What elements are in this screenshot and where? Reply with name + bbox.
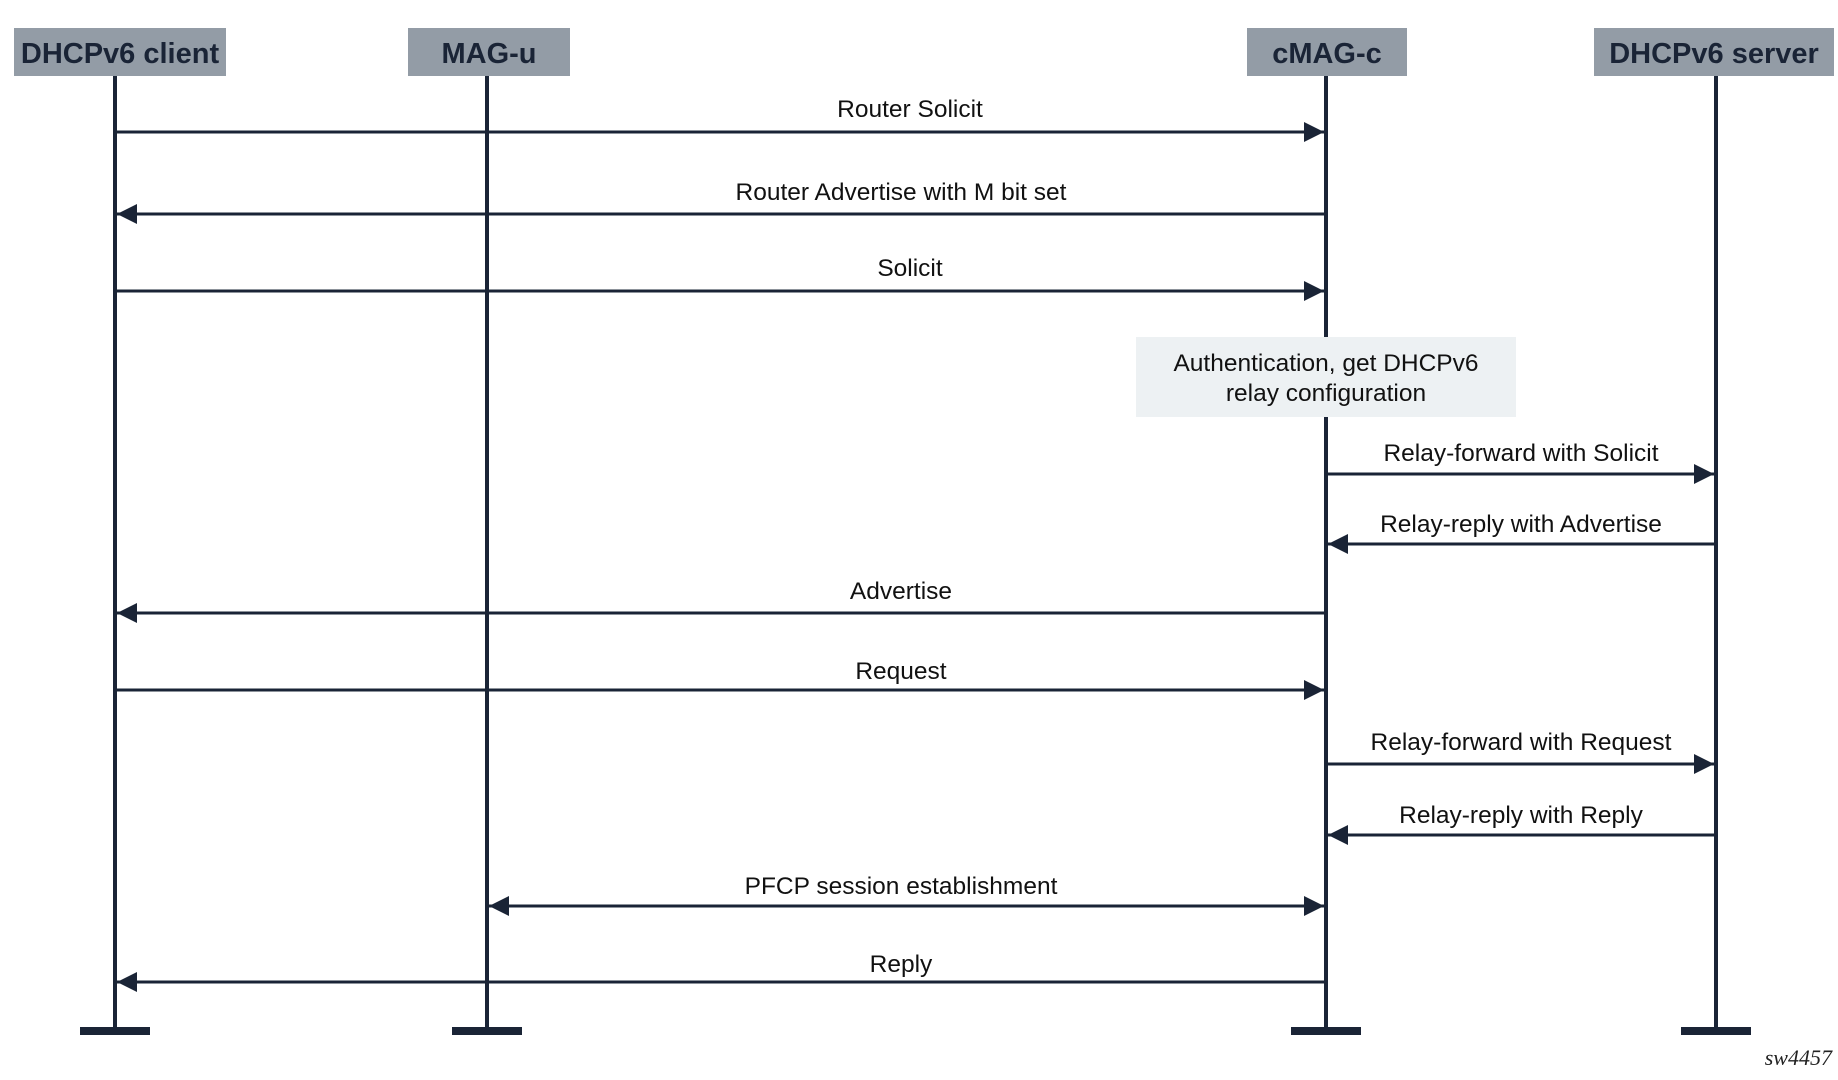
actor-label-server: DHCPv6 server xyxy=(1609,38,1819,70)
lifeline-end-client xyxy=(80,1027,150,1035)
actor-header-mag-u: MAG-u xyxy=(408,28,570,76)
message-label: Relay-reply with Reply xyxy=(1399,802,1643,829)
message-reply: Reply xyxy=(117,951,1326,992)
actor-label-client: DHCPv6 client xyxy=(21,38,220,70)
lifeline-end-cmag-c xyxy=(1291,1027,1361,1035)
actor-header-server: DHCPv6 server xyxy=(1594,28,1834,76)
actor-header-cmag-c: cMAG-c xyxy=(1247,28,1407,76)
actor-label-cmag-c: cMAG-c xyxy=(1272,38,1382,70)
message-label: Router Advertise with M bit set xyxy=(736,179,1067,206)
message-relay-forward-solicit: Relay-forward with Solicit xyxy=(1326,440,1714,484)
message-relay-reply-reply: Relay-reply with Reply xyxy=(1328,802,1716,845)
message-label: PFCP session establishment xyxy=(745,873,1058,900)
lifeline-end-server xyxy=(1681,1027,1751,1035)
message-relay-reply-advertise: Relay-reply with Advertise xyxy=(1328,511,1716,554)
note-line-1: Authentication, get DHCPv6 xyxy=(1173,350,1478,377)
message-label: Advertise xyxy=(850,578,952,605)
actor-label-mag-u: MAG-u xyxy=(441,38,536,70)
message-relay-forward-request: Relay-forward with Request xyxy=(1326,729,1714,774)
figure-id: sw4457 xyxy=(1765,1045,1833,1070)
actor-header-client: DHCPv6 client xyxy=(14,28,226,76)
message-router-solicit: Router Solicit xyxy=(115,96,1324,142)
note-box: Authentication, get DHCPv6 relay configu… xyxy=(1136,337,1516,417)
message-label: Reply xyxy=(870,951,933,978)
message-label: Request xyxy=(855,658,946,685)
message-label: Relay-reply with Advertise xyxy=(1380,511,1662,538)
message-label: Relay-forward with Solicit xyxy=(1383,440,1658,467)
message-label: Router Solicit xyxy=(837,96,983,123)
message-label: Relay-forward with Request xyxy=(1371,729,1672,756)
lifeline-end-mag-u xyxy=(452,1027,522,1035)
message-request: Request xyxy=(115,658,1324,700)
message-advertise: Advertise xyxy=(117,578,1326,623)
note-line-2: relay configuration xyxy=(1226,380,1426,407)
message-pfcp-session-establishment: PFCP session establishment xyxy=(489,873,1324,916)
message-router-advertise: Router Advertise with M bit set xyxy=(117,179,1326,224)
message-solicit: Solicit xyxy=(115,255,1324,301)
message-label: Solicit xyxy=(877,255,943,282)
